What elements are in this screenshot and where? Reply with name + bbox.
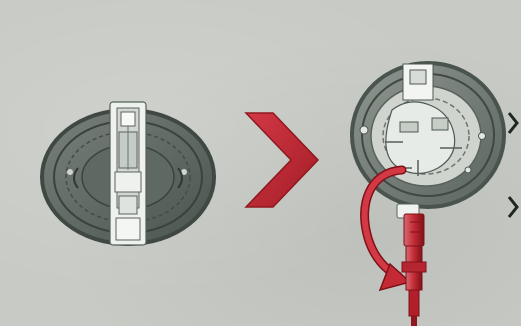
rotate-counterclockwise-arrow-icon <box>360 165 412 292</box>
edge-marker-icon <box>507 112 519 218</box>
next-step-chevron-icon <box>244 112 320 208</box>
red-injector-body-icon <box>396 203 427 326</box>
disc-with-body-seated-icon <box>40 101 216 246</box>
